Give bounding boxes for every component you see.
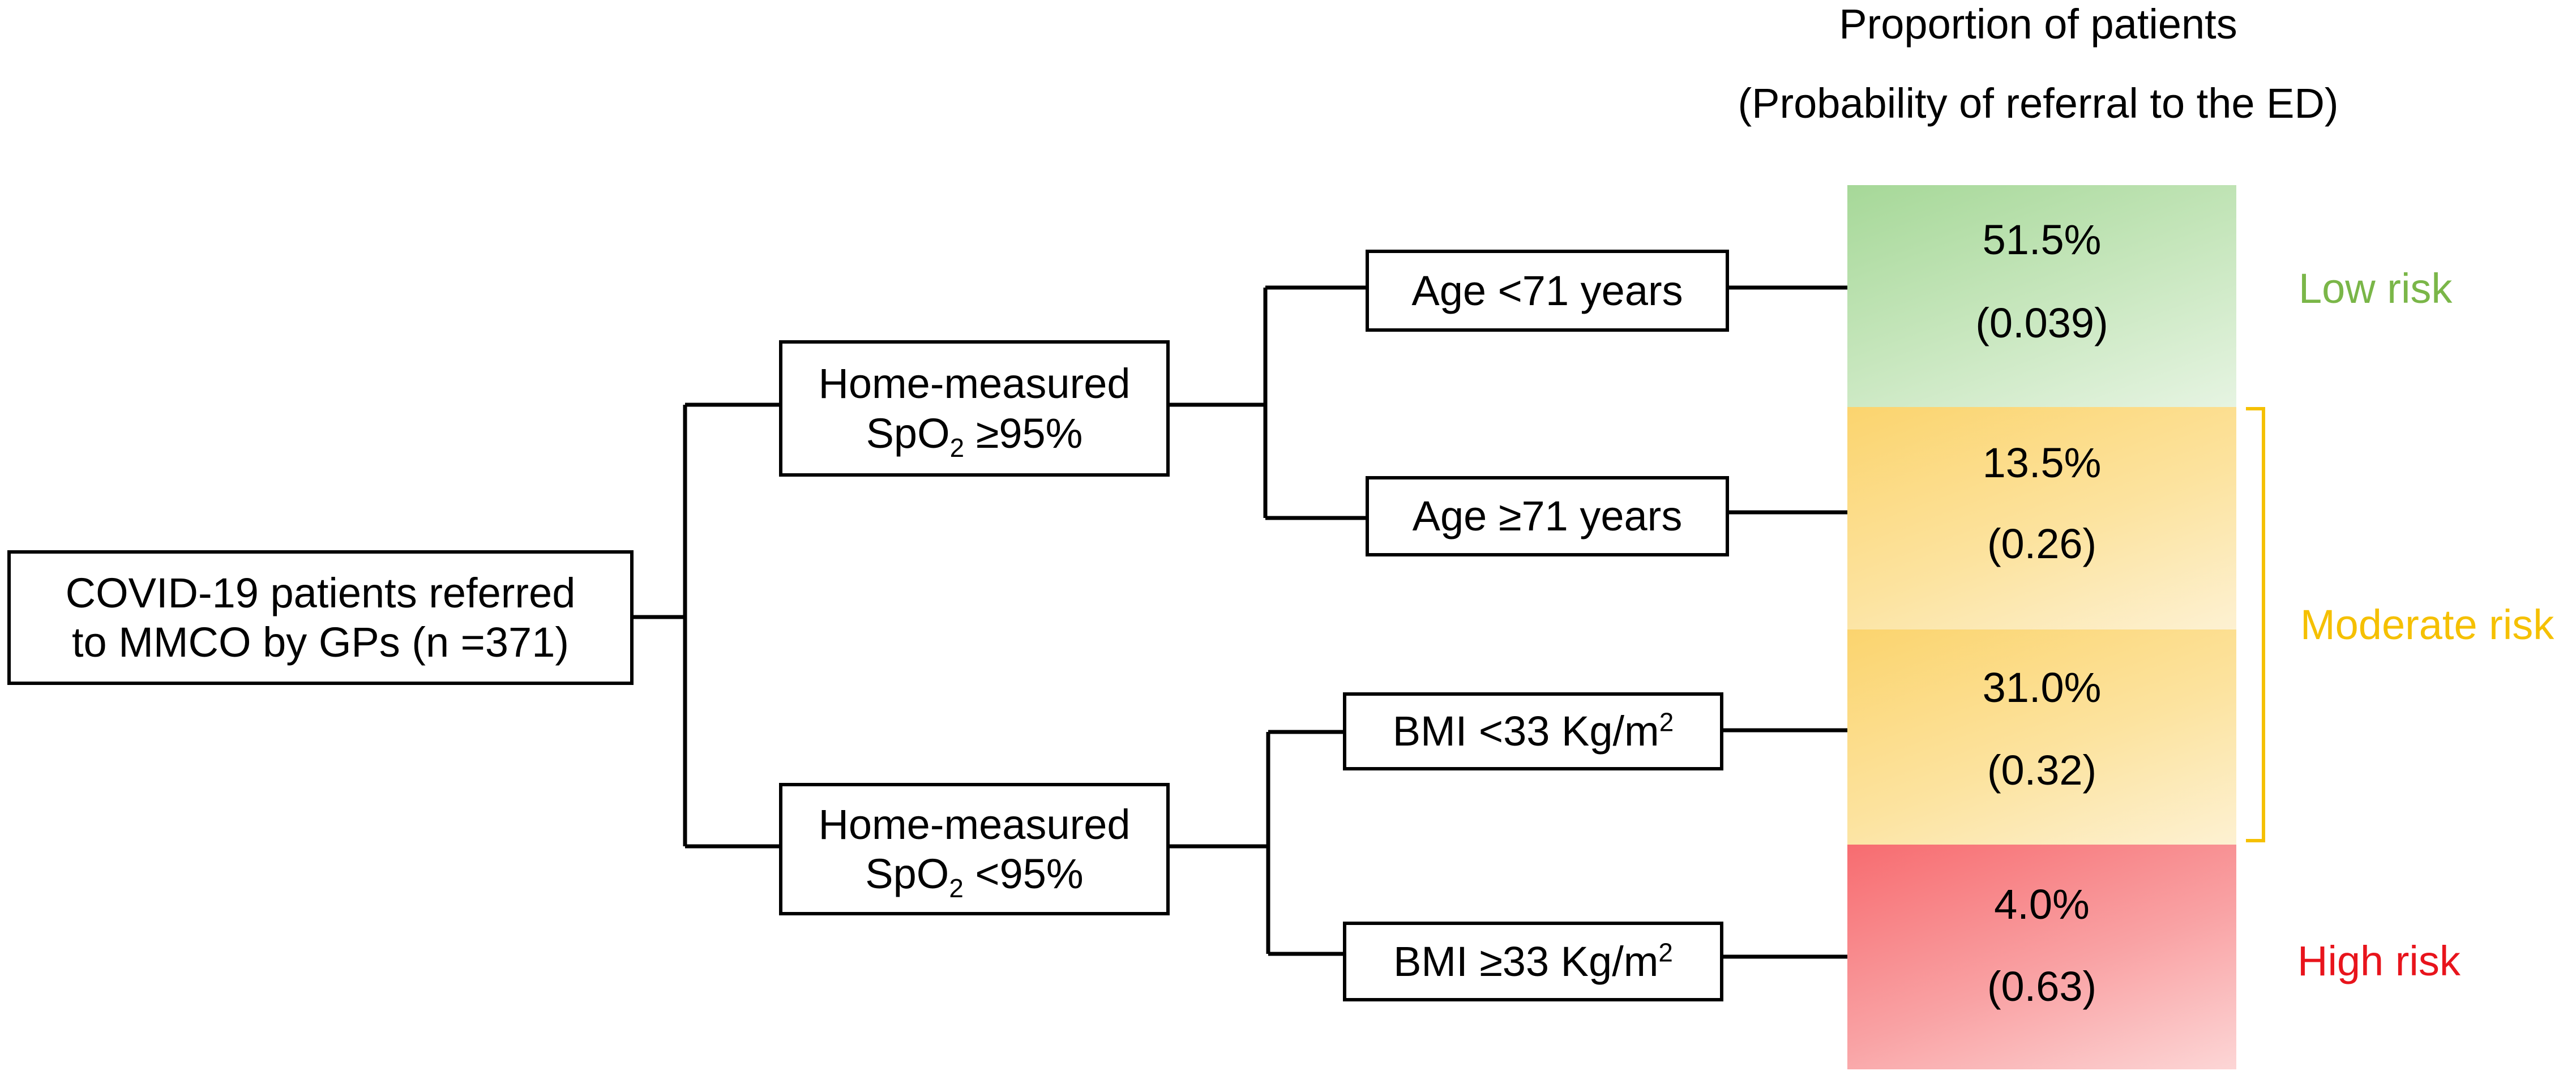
risk-label-high: High risk — [2297, 937, 2461, 984]
outcome-proportion-2: 13.5% — [1982, 439, 2102, 486]
spo2-high-line2: SpO2 ≥95% — [866, 409, 1083, 462]
age-young-label: Age <71 years — [1411, 267, 1683, 314]
outcome-cell-high — [1847, 845, 2236, 1069]
spo2-high-line1: Home-measured — [818, 360, 1131, 408]
outcome-cell-moderate-1 — [1847, 407, 2236, 629]
outcome-cell-low — [1847, 185, 2236, 407]
risk-label-low: Low risk — [2299, 265, 2453, 312]
root-node-line2: to MMCO by GPs (n =371) — [72, 619, 569, 666]
spo2-low-line1: Home-measured — [818, 800, 1131, 848]
outcome-probability-2: (0.26) — [1987, 520, 2097, 567]
outcome-probability-3: (0.32) — [1987, 747, 2097, 794]
risk-label-moderate: Moderate risk — [2300, 601, 2554, 648]
age-old-label: Age ≥71 years — [1412, 492, 1683, 540]
root-node-line1: COVID-19 patients referred — [65, 569, 576, 616]
age-old-node: Age ≥71 years — [1366, 476, 1729, 556]
outcome-proportion-3: 31.0% — [1982, 664, 2102, 711]
bmi-high-node: BMI ≥33 Kg/m2 — [1343, 922, 1723, 1001]
spo2-high-node: Home-measured SpO2 ≥95% — [779, 340, 1170, 477]
bmi-low-node: BMI <33 Kg/m2 — [1343, 692, 1723, 770]
spo2-low-line2: SpO2 <95% — [865, 850, 1084, 903]
root-node: COVID-19 patients referred to MMCO by GP… — [7, 550, 634, 685]
bmi-low-label: BMI <33 Kg/m2 — [1392, 707, 1674, 755]
age-young-node: Age <71 years — [1366, 250, 1729, 332]
spo2-low-node: Home-measured SpO2 <95% — [779, 783, 1170, 915]
header-title: Proportion of patients — [1839, 1, 2237, 48]
outcome-probability-1: (0.039) — [1975, 299, 2108, 346]
header-subtitle: (Probability of referral to the ED) — [1738, 80, 2339, 127]
outcome-proportion-1: 51.5% — [1982, 216, 2102, 263]
outcome-cell-moderate-2 — [1847, 629, 2236, 845]
outcome-probability-4: (0.63) — [1987, 963, 2097, 1010]
outcome-proportion-4: 4.0% — [1994, 881, 2090, 928]
bmi-high-label: BMI ≥33 Kg/m2 — [1393, 937, 1673, 985]
